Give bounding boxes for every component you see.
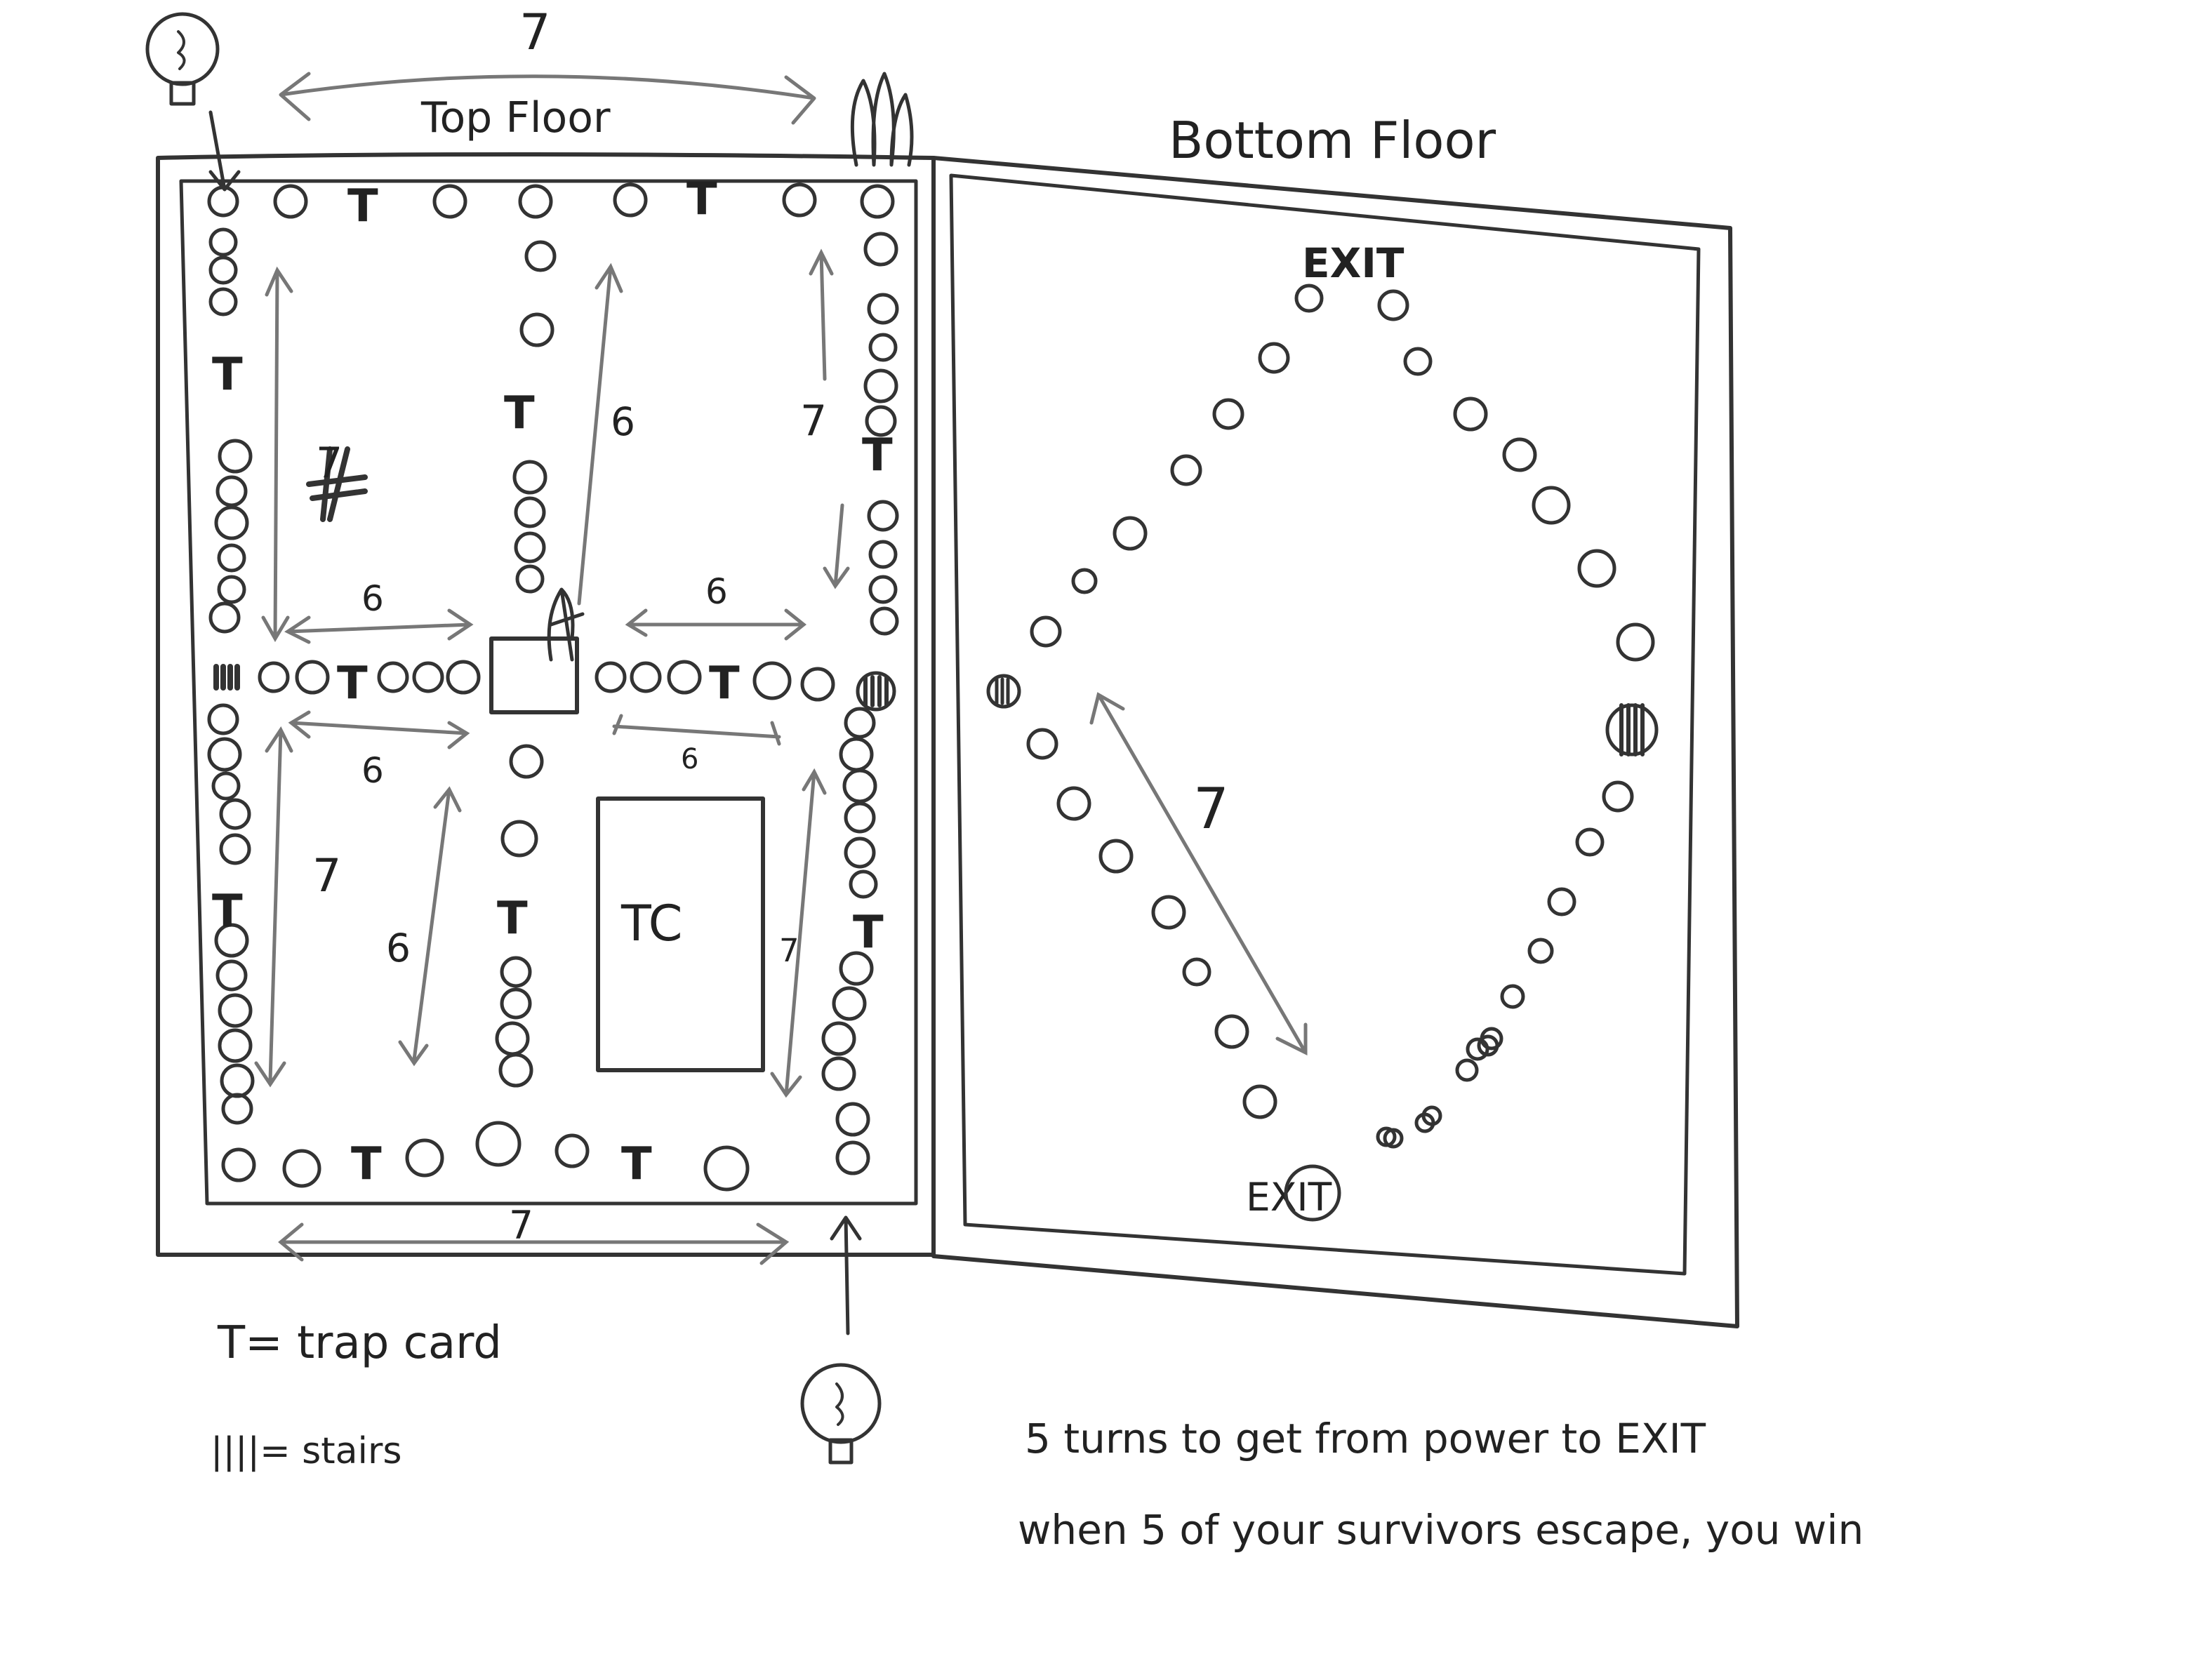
trap-card-mark: T <box>686 173 717 225</box>
left-lower-distance: 7 <box>312 850 341 902</box>
lightbulb-icon <box>145 12 220 106</box>
diamond-distance: 7 <box>1193 776 1229 841</box>
rule-turns: 5 turns to get from power to EXIT <box>1025 1415 1706 1462</box>
top-floor-title: Top Floor <box>420 93 611 142</box>
bottom-floor-inner-wall <box>949 173 1701 1276</box>
trap-card-mark: T <box>853 907 884 959</box>
diamond-distance-arrow <box>1089 692 1308 1056</box>
trap-card-mark: T <box>212 886 243 938</box>
trap-cards: T T T T T T T T T T T T <box>212 173 893 1190</box>
trap-card-mark: T <box>621 1138 652 1190</box>
key-icon <box>547 587 585 662</box>
trap-card-mark: T <box>351 1138 382 1190</box>
center-upper-distance: 6 <box>611 399 635 444</box>
power-bottom-arrow <box>830 1215 862 1335</box>
right-column-spaces <box>821 232 899 1175</box>
top-span-distance: 7 <box>519 4 551 61</box>
treasure-chest-room <box>596 796 765 1072</box>
top-floor-outer-wall <box>156 152 936 1257</box>
scribble-mark <box>306 446 368 522</box>
rules: 5 turns to get from power to EXIT when 5… <box>1018 1415 1864 1554</box>
treasure-chest-label: TC <box>620 895 683 952</box>
left-upper-distance: 7 <box>316 439 343 488</box>
right-lower-distance: 7 <box>779 932 799 969</box>
center-column-spaces <box>495 240 557 1088</box>
legend-trap: T= trap card <box>217 1317 502 1369</box>
top-row-spaces <box>207 182 895 219</box>
top-floor-inner-wall <box>179 179 918 1206</box>
trap-card-mark: T <box>347 180 378 232</box>
left-column-spaces <box>207 227 255 1125</box>
top-floor: Top Floor 7 <box>145 4 936 1465</box>
exit-bottom-label: EXIT <box>1246 1164 1341 1222</box>
bottom-floor-title: Bottom Floor <box>1169 111 1496 170</box>
stairs-icon <box>1605 703 1659 756</box>
diamond-path-spaces <box>1026 284 1655 1149</box>
rule-win: when 5 of your survivors escape, you win <box>1018 1506 1864 1554</box>
mid-left-upper-distance: 6 <box>361 578 384 619</box>
trap-card-mark: T <box>862 429 893 481</box>
stairs-icon <box>856 671 896 712</box>
center-lower-distance: 6 <box>386 926 411 971</box>
mid-right-upper-distance: 6 <box>705 571 728 612</box>
trap-card-mark: T <box>709 658 740 709</box>
top-floor-span-arrow <box>279 72 816 125</box>
legend-stairs: ||||= stairs <box>211 1430 401 1472</box>
right-upper-distance: 7 <box>800 396 827 446</box>
bottom-floor-outer-wall <box>931 156 1739 1328</box>
trap-card-mark: T <box>212 349 243 401</box>
trap-card-mark: T <box>337 658 368 709</box>
exit-top-label: EXIT <box>1302 239 1405 287</box>
stairs-icon <box>213 664 240 691</box>
bottom-span-distance: 7 <box>509 1203 533 1248</box>
legend: T= trap card ||||= stairs <box>211 1317 502 1472</box>
survivors-icon <box>850 72 914 167</box>
mid-left-lower-distance: 6 <box>361 750 384 791</box>
middle-row-spaces <box>258 660 835 702</box>
bottom-row-spaces <box>221 1121 750 1192</box>
mid-right-lower-distance: 6 <box>681 743 698 775</box>
center-room <box>489 636 579 714</box>
distance-arrows <box>254 248 850 1265</box>
trap-card-mark: T <box>504 387 535 439</box>
power-top-arrow <box>208 110 241 192</box>
stairs-icon <box>986 674 1021 709</box>
lightbulb-icon <box>800 1363 882 1465</box>
bottom-floor: Bottom Floor EXIT EXIT <box>931 111 1739 1328</box>
trap-card-mark: T <box>497 893 528 945</box>
